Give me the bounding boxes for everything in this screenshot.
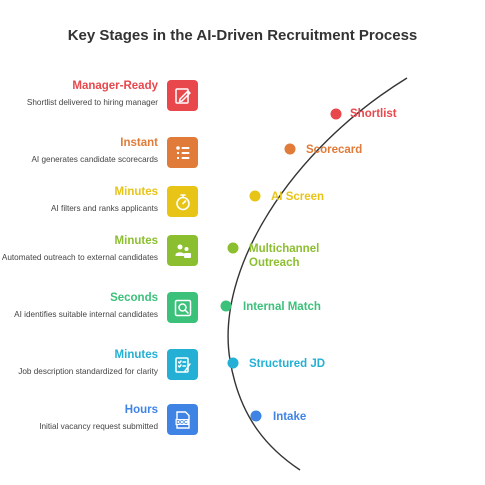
step-name-shortlist: Shortlist [350, 108, 397, 120]
stage-time-label: Seconds [110, 292, 158, 304]
arc-line [227, 77, 408, 471]
stage-description: AI identifies suitable internal candidat… [14, 310, 158, 319]
stage-time-label: Minutes [114, 235, 158, 247]
arc-dot-intake [250, 410, 262, 422]
users-icon [167, 235, 198, 266]
stage-description: Initial vacancy request submitted [39, 422, 158, 431]
diagram-title: Key Stages in the AI-Driven Recruitment … [67, 27, 418, 44]
step-name-intake: Intake [273, 411, 307, 423]
stage-description: AI filters and ranks applicants [51, 204, 158, 213]
stage-internal-match: Seconds AI identifies suitable internal … [0, 292, 485, 342]
arc-dot-structured-jd [227, 357, 239, 369]
step-name-outreach: Multichannel Outreach [249, 243, 320, 270]
stage-scorecard: Instant AI generates candidate scorecard… [0, 137, 485, 187]
checklist-icon [167, 349, 198, 380]
step-name-structured-jd: Structured JD [249, 358, 326, 370]
doc-file-icon: DOC [167, 404, 198, 435]
stage-description: Automated outreach to external candidate… [1, 253, 158, 262]
list-icon [167, 137, 198, 168]
stage-time-label: Instant [120, 137, 158, 149]
stage-ai-screen: Minutes AI filters and ranks applicants [0, 186, 485, 236]
stage-description: Shortlist delivered to hiring manager [26, 98, 158, 107]
arc-dot-shortlist [330, 108, 342, 120]
step-name-scorecard: Scorecard [306, 144, 363, 156]
stage-intake: Hours Initial vacancy request submitted … [0, 404, 485, 454]
step-name-ai-screen: AI Screen [271, 191, 325, 203]
stage-shortlist: Manager-Ready Shortlist delivered to hir… [0, 80, 485, 130]
step-name-internal-match: Internal Match [243, 301, 321, 313]
stage-outreach: Minutes Automated outreach to external c… [0, 235, 485, 285]
svg-text:DOC: DOC [176, 419, 188, 425]
stage-time-label: Manager-Ready [72, 80, 158, 92]
search-person-icon [167, 292, 198, 323]
stage-time-label: Hours [124, 404, 158, 416]
stage-time-label: Minutes [114, 186, 158, 198]
stage-description: AI generates candidate scorecards [31, 155, 158, 164]
stage-structured-jd: Minutes Job description standardized for… [0, 349, 485, 399]
timer-icon [167, 186, 198, 217]
arc-dot-ai-screen [249, 190, 261, 202]
arc-dot-outreach [227, 242, 239, 254]
stage-time-label: Minutes [114, 349, 158, 361]
edit-icon [167, 80, 198, 111]
arc-dot-internal-match [220, 300, 232, 312]
stage-description: Job description standardized for clarity [18, 367, 158, 376]
arc-dot-scorecard [284, 143, 296, 155]
